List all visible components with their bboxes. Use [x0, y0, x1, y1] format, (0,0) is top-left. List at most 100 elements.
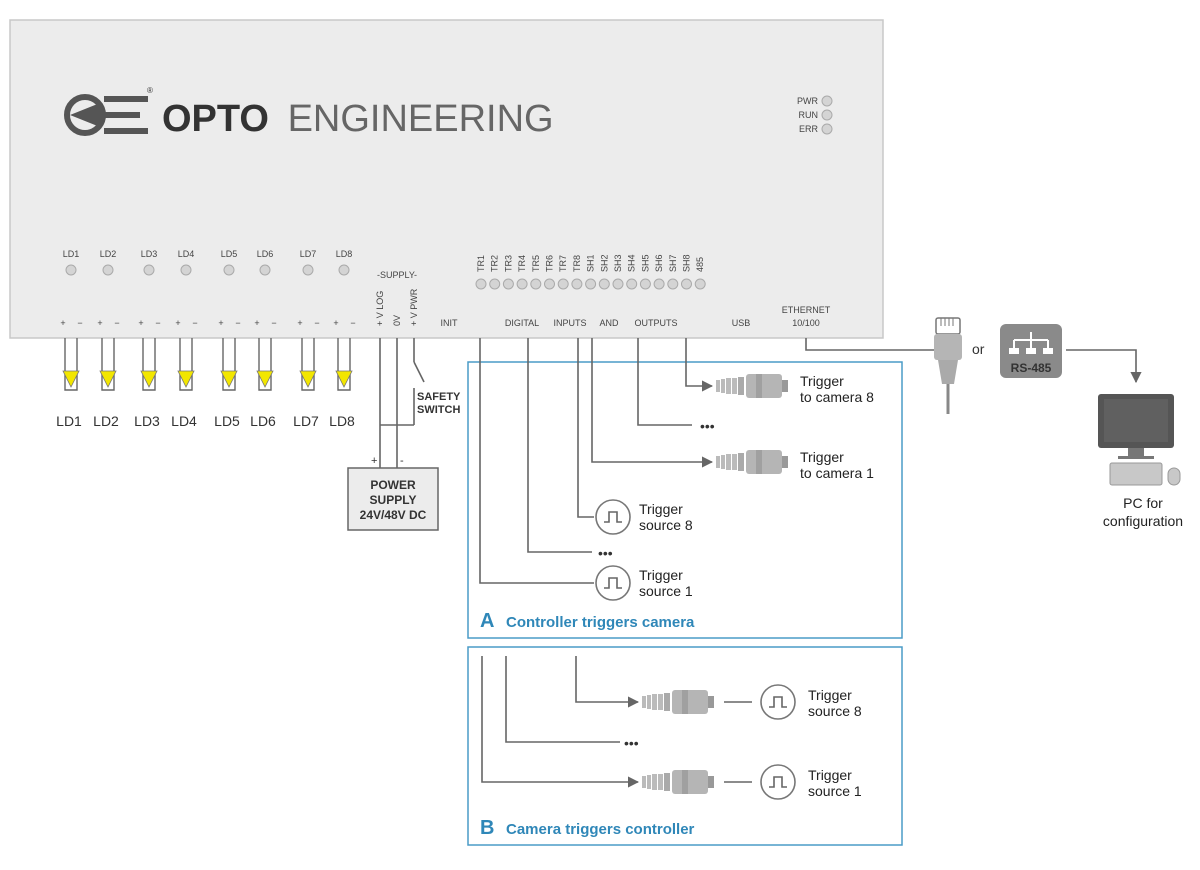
trig-pin-label-sh2: SH2 [599, 254, 609, 272]
panel-b-src1-line2: source 1 [808, 783, 862, 799]
connector-ethernet: ETHERNET [782, 305, 831, 315]
ld-lead-4 [179, 338, 193, 391]
ld-led-icon-2 [99, 370, 117, 388]
ld-plus-3: + [138, 318, 143, 328]
brand-name-light: ENGINEERING [288, 98, 554, 140]
pc-label-2: configuration [1103, 513, 1183, 529]
trig-pin-label-tr8: TR8 [572, 255, 582, 272]
status-led-pwr [821, 95, 833, 107]
trig-pin-indicator-tr2 [489, 278, 501, 290]
trig-pin-indicator-tr6 [544, 278, 555, 290]
ld-led-icon-5 [220, 370, 238, 388]
pc-label-1: PC for [1123, 495, 1163, 511]
ld-box-indicator-2 [102, 264, 114, 276]
panel-a-src1-line2: source 1 [639, 583, 693, 599]
ld-led-icon-1 [62, 370, 80, 388]
ld-lead-1 [64, 338, 78, 391]
trig-pin-label-485: 485 [695, 257, 705, 272]
panel-b-ellipsis: ••• [624, 735, 639, 751]
connector-usb: USB [732, 318, 751, 328]
power-supply-label-2: SUPPLY [370, 493, 417, 507]
panel-b-letter: B [480, 817, 494, 839]
panel-a-frame [467, 361, 903, 639]
power-supply-box [347, 467, 439, 531]
panel-a-wiring [479, 338, 714, 584]
panel-a-letter: A [480, 610, 494, 632]
panel-a-cam8-line2: to camera 8 [800, 389, 874, 405]
brand-name: OPTO ENGINEERING [162, 98, 554, 140]
trig-pin-label-tr6: TR6 [545, 255, 555, 272]
ld-box-label-1: LD1 [63, 249, 80, 259]
trig-pin-label-sh6: SH6 [654, 254, 664, 272]
trig-pin-indicator-tr4 [516, 278, 528, 290]
status-led-group: PWR RUN ERR [797, 95, 833, 135]
connector-init: INIT [441, 318, 459, 328]
trig-pin-label-tr2: TR2 [490, 255, 500, 272]
supply-group-label: -SUPPLY- [377, 270, 417, 280]
safety-switch-label: SAFETY [417, 391, 461, 403]
ld-led-icon-8 [335, 370, 353, 388]
panel-a-src8-line1: Trigger [639, 501, 683, 517]
ld-box-indicator-8 [338, 264, 350, 276]
trig-pin-label-sh8: SH8 [682, 254, 692, 272]
ld-ext-label-4: LD4 [171, 413, 197, 429]
panel-b-src1-line1: Trigger [808, 767, 852, 783]
trig-pin-indicator-tr7 [557, 278, 569, 290]
ld-box-indicator-4 [180, 264, 192, 276]
panel-a-ellipsis-outputs: ••• [700, 418, 715, 434]
panel-a-source-1-icon [595, 565, 631, 601]
ld-plus-4: + [175, 318, 180, 328]
ld-box-label-6: LD6 [257, 249, 274, 259]
ld-box-label-5: LD5 [221, 249, 238, 259]
ld-plus-6: + [254, 318, 259, 328]
trig-pin-indicator-tr5 [530, 278, 542, 290]
power-supply-plus: + [371, 455, 377, 467]
trig-pin-label-sh7: SH7 [668, 254, 678, 272]
computer-icon [1098, 394, 1181, 486]
ethernet-plug-icon [934, 317, 962, 414]
ld-minus-8: − [350, 318, 355, 328]
brand-name-bold: OPTO [162, 98, 269, 140]
ld-lead-5 [222, 338, 236, 391]
trig-pin-label-tr3: TR3 [503, 255, 513, 272]
power-supply-label-1: POWER [370, 478, 416, 492]
ld-led-icon-4 [177, 370, 195, 388]
panel-a-camera-1-icon [716, 450, 788, 474]
ld-ext-label-3: LD3 [134, 413, 160, 429]
ld-plus-2: + [97, 318, 102, 328]
ld-minus-2: − [114, 318, 119, 328]
ld-plus-5: + [218, 318, 223, 328]
ld-box-indicator-1 [65, 264, 77, 276]
trig-pin-label-sh4: SH4 [627, 254, 637, 272]
panel-a-cam1-line2: to camera 1 [800, 465, 874, 481]
power-supply-minus: - [400, 455, 404, 467]
ld-box-label-2: LD2 [100, 249, 117, 259]
panel-b-camera-8-icon [642, 690, 714, 714]
ld-led-icon-7 [299, 370, 317, 388]
ld-ext-label-1: LD1 [56, 413, 82, 429]
network-wiring [805, 338, 1142, 384]
panel-a-source-8-icon [595, 499, 631, 535]
ld-lead-2 [101, 338, 115, 391]
trig-pin-label-tr1: TR1 [476, 255, 486, 272]
connector-digital: DIGITAL [505, 318, 539, 328]
status-led-pwr-label: PWR [797, 96, 818, 106]
connector-ethernet-speed: 10/100 [792, 318, 820, 328]
trig-pin-indicator-tr8 [571, 278, 583, 290]
ld-minus-1: − [77, 318, 82, 328]
panel-b-camera-1-icon [642, 770, 714, 794]
panel-a-src8-line2: source 8 [639, 517, 693, 533]
brand-logo: ® [64, 86, 153, 136]
trig-pin-indicator-sh5 [639, 278, 651, 290]
trig-pin-label-sh3: SH3 [613, 254, 623, 272]
or-label: or [972, 341, 985, 357]
ld-box-indicator-5 [223, 264, 235, 276]
ld-plus-7: + [297, 318, 302, 328]
status-led-run [821, 109, 833, 121]
controller-enclosure [9, 19, 884, 339]
panel-a-cam8-line1: Trigger [800, 373, 844, 389]
panel-a-camera-8-icon [716, 374, 788, 398]
trig-pin-indicator-sh3 [612, 278, 624, 290]
panel-a-src1-line1: Trigger [639, 567, 683, 583]
